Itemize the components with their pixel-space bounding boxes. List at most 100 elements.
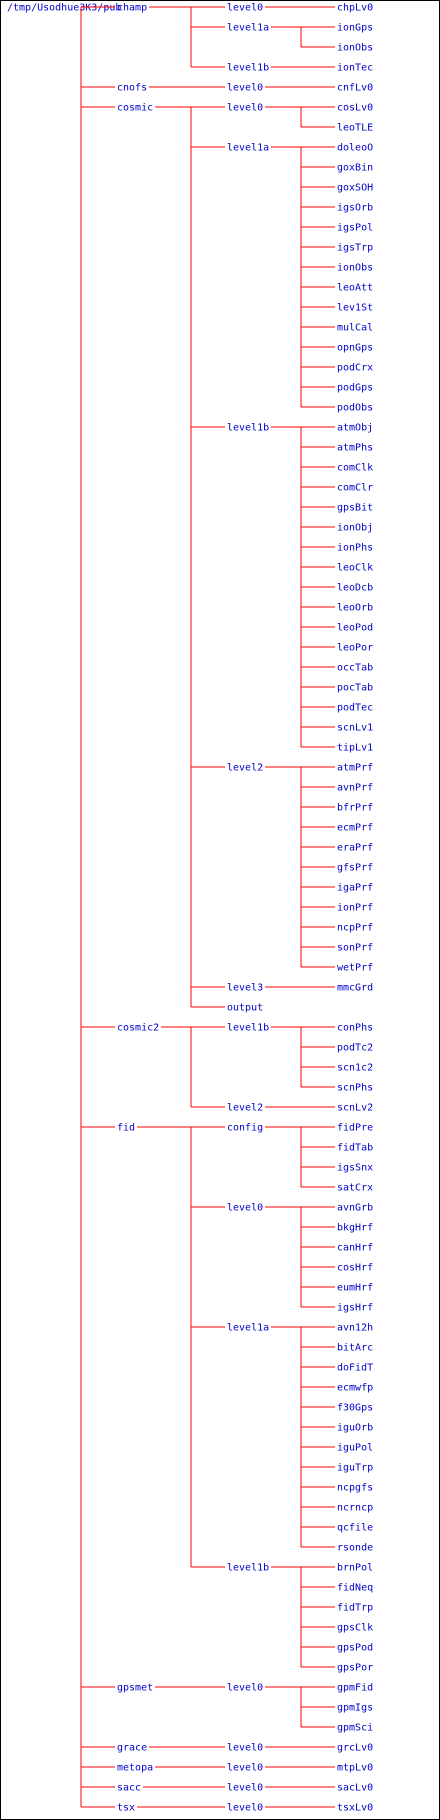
tree-leaf-sonprf[interactable]: sonPrf [337,943,373,954]
tree-node-gpsmet[interactable]: gpsmet [117,1683,153,1694]
tree-leaf-ionprf[interactable]: ionPrf [337,903,373,914]
tree-leaf-podtec[interactable]: podTec [337,703,373,714]
tree-leaf-igstrp[interactable]: igsTrp [337,243,373,254]
tree-leaf-conphs[interactable]: conPhs [337,1023,373,1034]
tree-node-sacc[interactable]: sacc [117,1783,141,1794]
tree-leaf-avn12h[interactable]: avn12h [337,1323,373,1334]
tree-leaf-leoorb[interactable]: leoOrb [337,603,373,614]
tree-leaf-eumhrf[interactable]: eumHrf [337,1283,373,1294]
tree-leaf-ionobs[interactable]: ionObs [337,263,373,274]
tree-leaf-leodcb[interactable]: leoDcb [337,583,373,594]
tree-leaf-podtc2[interactable]: podTc2 [337,1043,373,1054]
tree-leaf-bfrprf[interactable]: bfrPrf [337,803,373,814]
tree-leaf-atmobj[interactable]: atmObj [337,423,373,434]
tree-node-level0[interactable]: level0 [227,1803,263,1814]
tree-leaf-igsorb[interactable]: igsOrb [337,203,373,214]
tree-node-grace[interactable]: grace [117,1743,147,1754]
tree-leaf-occtab[interactable]: occTab [337,663,373,674]
tree-leaf-satcrx[interactable]: satCrx [337,1183,373,1194]
tree-leaf-ncrncp[interactable]: ncrncp [337,1503,373,1514]
tree-leaf-avnprf[interactable]: avnPrf [337,783,373,794]
tree-leaf-tsxlv0[interactable]: tsxLv0 [337,1803,373,1814]
tree-leaf-lev1st[interactable]: lev1St [337,303,373,314]
tree-node-level0[interactable]: level0 [227,1743,263,1754]
tree-leaf-chplv0[interactable]: chpLv0 [337,3,373,14]
tree-leaf-bkghrf[interactable]: bkgHrf [337,1223,373,1234]
tree-node-cosmic2[interactable]: cosmic2 [117,1023,159,1034]
tree-leaf-goxsoh[interactable]: goxSOH [337,183,373,194]
tree-leaf-fidtab[interactable]: fidTab [337,1143,373,1154]
tree-leaf-leotle[interactable]: leoTLE [337,123,373,134]
tree-leaf-rsonde[interactable]: rsonde [337,1543,373,1554]
tree-leaf-gpspod[interactable]: gpsPod [337,1643,373,1654]
tree-leaf-scn1c2[interactable]: scn1c2 [337,1063,373,1074]
tree-leaf-poctab[interactable]: pocTab [337,683,373,694]
tree-leaf-mulcal[interactable]: mulCal [337,323,373,334]
tree-node-cnofs[interactable]: cnofs [117,83,147,94]
tree-leaf-wetprf[interactable]: wetPrf [337,963,373,974]
tree-node-fid[interactable]: fid [117,1123,135,1134]
tree-leaf-gpsclk[interactable]: gpsClk [337,1623,373,1634]
tree-leaf-gfsprf[interactable]: gfsPrf [337,863,373,874]
tree-leaf-saclv0[interactable]: sacLv0 [337,1783,373,1794]
tree-leaf-podcrx[interactable]: podCrx [337,363,373,374]
tree-leaf-doleoo[interactable]: doleoO [337,143,373,154]
tree-node-level0[interactable]: level0 [227,1203,263,1214]
tree-leaf-iguorb[interactable]: iguOrb [337,1423,373,1434]
tree-leaf-ncpgfs[interactable]: ncpgfs [337,1483,373,1494]
tree-leaf-igupol[interactable]: iguPol [337,1443,373,1454]
tree-node-level1a[interactable]: level1a [227,143,269,154]
tree-node-level1b[interactable]: level1b [227,1563,269,1574]
tree-leaf-cnflv0[interactable]: cnfLv0 [337,83,373,94]
tree-leaf-fidneq[interactable]: fidNeq [337,1583,373,1594]
tree-leaf-eraprf[interactable]: eraPrf [337,843,373,854]
tree-leaf-scnphs[interactable]: scnPhs [337,1083,373,1094]
tree-node-output[interactable]: output [227,1003,263,1014]
tree-leaf-ionobj[interactable]: ionObj [337,523,373,534]
tree-node-cosmic[interactable]: cosmic [117,103,153,114]
tree-leaf-iongps[interactable]: ionGps [337,23,373,34]
tree-leaf-grclv0[interactable]: grcLv0 [337,1743,373,1754]
tree-node-level0[interactable]: level0 [227,3,263,14]
tree-node-level3[interactable]: level3 [227,983,263,994]
tree-node-level1b[interactable]: level1b [227,1023,269,1034]
tree-leaf-goxbin[interactable]: goxBin [337,163,373,174]
tree-leaf-tiplv1[interactable]: tipLv1 [337,743,373,754]
tree-leaf-gpmigs[interactable]: gpmIgs [337,1703,373,1714]
tree-leaf-leopor[interactable]: leoPor [337,643,373,654]
tree-leaf-gpmfid[interactable]: gpmFid [337,1683,373,1694]
tree-leaf-coslv0[interactable]: cosLv0 [337,103,373,114]
tree-leaf-dofidt[interactable]: doFidT [337,1363,373,1374]
tree-leaf-comclk[interactable]: comClk [337,463,373,474]
tree-node-level0[interactable]: level0 [227,1783,263,1794]
tree-leaf-gpspor[interactable]: gpsPor [337,1663,373,1674]
tree-node-level1a[interactable]: level1a [227,1323,269,1334]
tree-leaf-avngrb[interactable]: avnGrb [337,1203,373,1214]
tree-leaf-leoatt[interactable]: leoAtt [337,283,373,294]
tree-leaf-canhrf[interactable]: canHrf [337,1243,373,1254]
tree-leaf-igspol[interactable]: igsPol [337,223,373,234]
tree-node-config[interactable]: config [227,1123,263,1134]
tree-leaf-podgps[interactable]: podGps [337,383,373,394]
tree-node-tsx[interactable]: tsx [117,1803,135,1814]
tree-node-level0[interactable]: level0 [227,103,263,114]
tree-leaf-igshrf[interactable]: igsHrf [337,1303,373,1314]
tree-node-metopa[interactable]: metopa [117,1763,153,1774]
tree-leaf-coshrf[interactable]: cosHrf [337,1263,373,1274]
tree-node-level1a[interactable]: level1a [227,23,269,34]
tree-leaf-ionobs[interactable]: ionObs [337,43,373,54]
tree-leaf-atmprf[interactable]: atmPrf [337,763,373,774]
tree-leaf-brnpol[interactable]: brnPol [337,1563,373,1574]
tree-leaf-ecmwfp[interactable]: ecmwfp [337,1383,373,1394]
tree-node-level0[interactable]: level0 [227,1683,263,1694]
tree-node-level0[interactable]: level0 [227,83,263,94]
tree-leaf-podobs[interactable]: podObs [337,403,373,414]
tree-leaf-ionphs[interactable]: ionPhs [337,543,373,554]
tree-leaf-scnlv2[interactable]: scnLv2 [337,1103,373,1114]
tree-leaf-gpmsci[interactable]: gpmSci [337,1723,373,1734]
tree-leaf-leoclk[interactable]: leoClk [337,563,373,574]
tree-root-label[interactable]: /tmp/Usodhue3K3/pub [7,3,121,14]
tree-leaf-ncpprf[interactable]: ncpPrf [337,923,373,934]
tree-leaf-gpsbit[interactable]: gpsBit [337,503,373,514]
tree-leaf-atmphs[interactable]: atmPhs [337,443,373,454]
